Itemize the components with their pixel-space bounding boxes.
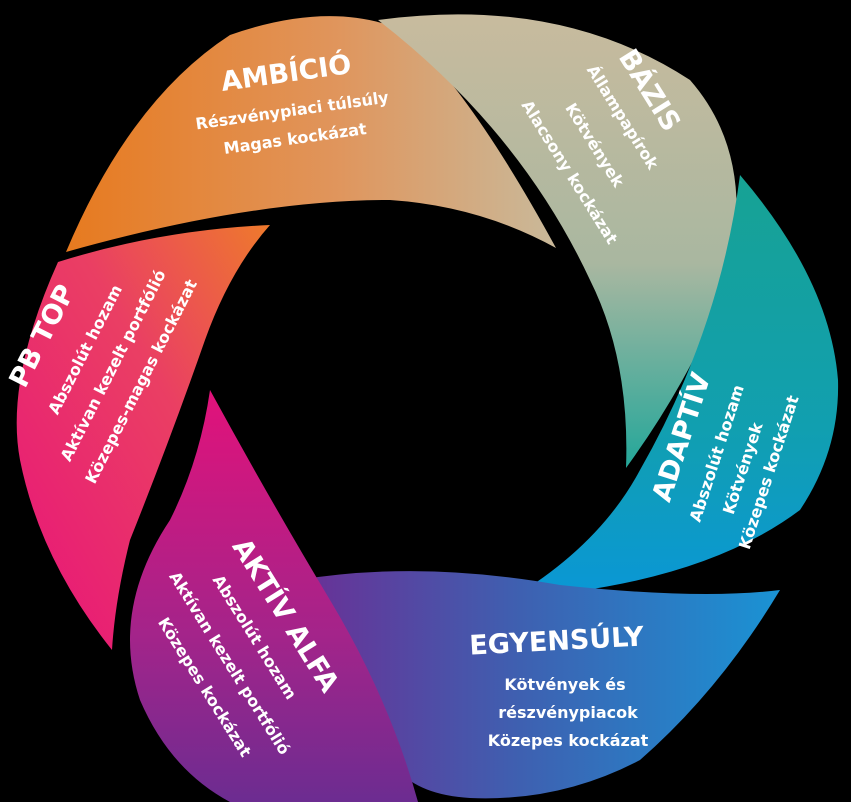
segment-pb-top-shape (16, 225, 270, 650)
segment-aktiv-alfa-shape (130, 390, 418, 802)
segment-ambicio: AMBÍCIÓ Részvénypiaci túlsúly Magas kock… (66, 16, 556, 253)
segment-aktiv-alfa: AKTÍV ALFA Abszolút hozam Aktívan kezelt… (130, 390, 418, 802)
segment-bazis-shape (378, 14, 737, 469)
segment-ambicio-shape (66, 16, 556, 253)
segment-egyensuly-line-1: Kötvények és (504, 675, 625, 694)
segment-egyensuly-shape (298, 571, 780, 799)
segment-adaptiv-shape (512, 175, 839, 598)
segment-egyensuly: EGYENSÚLY Kötvények és részvénypiacok Kö… (298, 571, 780, 799)
segment-egyensuly-line-3: Közepes kockázat (488, 731, 649, 750)
segment-egyensuly-line-2: részvénypiacok (498, 703, 638, 722)
